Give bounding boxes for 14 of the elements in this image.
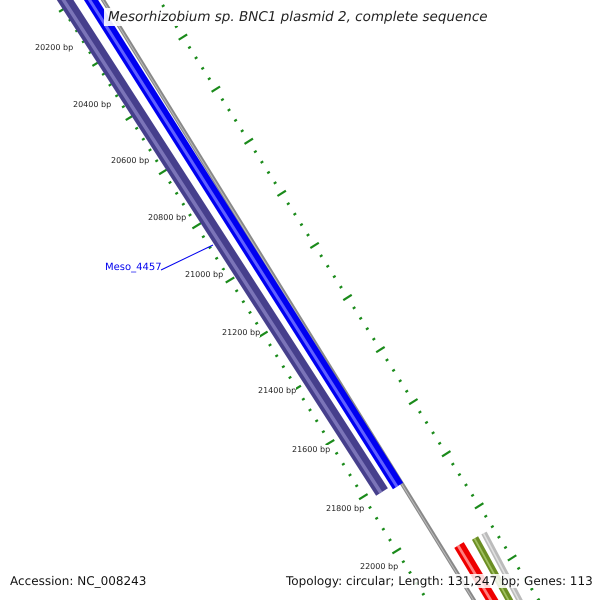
footer-text: Accession: NC_008243 xyxy=(10,574,146,588)
tick-label: 21200 bp xyxy=(222,328,260,337)
tick-label: 21800 bp xyxy=(326,504,364,513)
tick-label: 21400 bp xyxy=(258,386,296,395)
tick-label: 21600 bp xyxy=(292,445,330,454)
tick-label: 20400 bp xyxy=(73,100,112,109)
tick-label: 20800 bp xyxy=(148,213,186,222)
tick-label: 20200 bp xyxy=(35,43,74,52)
footer-text: Topology: circular; Length: 131,247 bp; Genes: 113 xyxy=(286,574,593,588)
tick-label: 22000 bp xyxy=(360,562,398,571)
gene-label: Meso_4457 xyxy=(105,262,162,273)
tick-label: 20600 bp xyxy=(111,156,150,165)
leader-line xyxy=(160,244,214,270)
tick-label: 21000 bp xyxy=(185,270,224,279)
